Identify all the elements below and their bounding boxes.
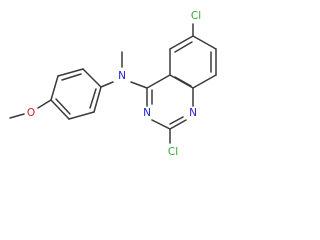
bond-phenyl-1 (50, 75, 59, 101)
atom-labels: Cl N N N O Cl (27, 10, 201, 158)
bond-phenyl-3 (82, 68, 102, 88)
bond-methyl-oxygen (9, 113, 25, 119)
bond-phenyl-double-2 (89, 88, 97, 109)
bond-c5-c6-double (174, 41, 193, 53)
bond-c8-c8a (192, 74, 217, 89)
bond-c5-c6 (169, 35, 194, 50)
bond-c6-c7 (192, 35, 217, 50)
bond-c4a-c4 (146, 74, 171, 89)
atom-n-amine: N (118, 70, 126, 82)
atom-cl-top: Cl (191, 10, 201, 22)
atom-n-ring-upper: N (143, 107, 151, 119)
atom-cl-bottom: Cl (168, 146, 178, 158)
bond-c2-n1 (169, 119, 187, 130)
bond-phenyl-5 (68, 111, 95, 120)
bond-phenyl-2 (57, 68, 84, 77)
atom-o-methoxy: O (27, 107, 35, 119)
bond-phenyl-6 (50, 99, 70, 120)
bonds (9, 23, 217, 144)
bond-phenyl-amine (100, 81, 114, 88)
bond-phenyl-double-1 (61, 73, 82, 81)
bond-n3-c2 (151, 119, 171, 130)
bond-phenyl-double-3 (55, 98, 71, 115)
atom-n-ring-lower: N (189, 107, 197, 119)
bond-amine-c4 (130, 81, 148, 89)
bond-oxygen-phenyl (37, 99, 52, 109)
bond-phenyl-4 (93, 86, 102, 113)
bond-c2-n1-double (169, 116, 184, 125)
bond-c4a-c8a-double (174, 76, 192, 87)
structure-diagram: Cl N N N O Cl (9, 10, 217, 158)
